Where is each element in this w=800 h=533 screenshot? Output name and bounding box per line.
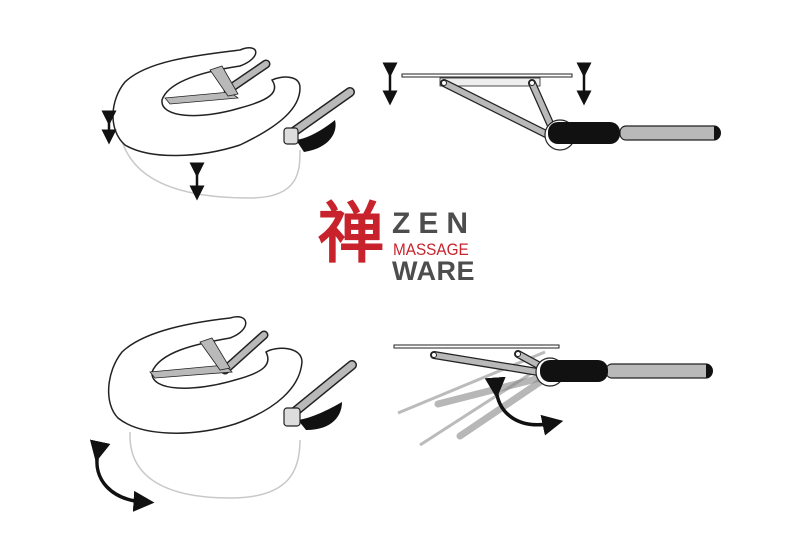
logo-kanji: 禅	[318, 195, 384, 272]
brand-logo: 禅 ZEN MASSAGE WARE	[318, 201, 488, 287]
logo-massage: MASSAGE	[393, 240, 469, 259]
panel-top-left-cradle	[101, 47, 355, 201]
panel-bottom-right-bracket	[393, 344, 713, 447]
curved-arrow-icon	[484, 376, 564, 436]
logo-ware: WARE	[392, 256, 475, 286]
panel-top-right-bracket	[382, 62, 721, 151]
logo-zen: ZEN	[392, 207, 476, 240]
panel-bottom-left-cradle	[89, 316, 357, 512]
curved-arrow-icon	[89, 439, 155, 512]
